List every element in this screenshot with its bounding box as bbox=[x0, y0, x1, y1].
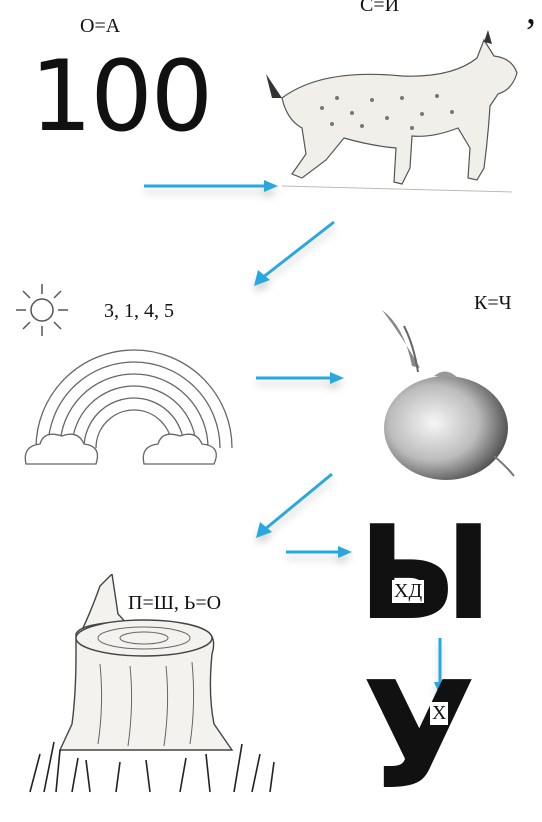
number-100: 100 bbox=[30, 40, 213, 154]
stump-picture bbox=[29, 574, 275, 793]
big-letter-y: Ы bbox=[358, 497, 493, 649]
rule-k-ch: К=Ч bbox=[474, 292, 512, 314]
rule-o-a: О=А bbox=[80, 15, 121, 37]
arrow-down bbox=[434, 638, 446, 696]
letter-u-inner-text: Х bbox=[430, 702, 449, 725]
arrow-down-left-1 bbox=[254, 220, 335, 286]
arrow-down-left-2 bbox=[256, 472, 333, 538]
big-letter-u: У bbox=[362, 650, 477, 822]
comma-mark: , bbox=[526, 0, 536, 32]
number-sequence: 3, 1, 4, 5 bbox=[104, 300, 174, 322]
letter-y-inner-text: ХД bbox=[392, 580, 425, 603]
arrow-right-3 bbox=[286, 546, 352, 558]
arrow-right-2 bbox=[256, 372, 344, 384]
sun-icon bbox=[16, 284, 68, 336]
arrow-right-1 bbox=[144, 180, 278, 192]
lynx-picture bbox=[266, 30, 518, 193]
rule-s-i: С=И bbox=[360, 0, 400, 16]
rule-p-sh: П=Ш, Ь=О bbox=[128, 592, 222, 614]
onion-picture bbox=[382, 310, 515, 480]
rainbow-picture bbox=[24, 349, 233, 465]
